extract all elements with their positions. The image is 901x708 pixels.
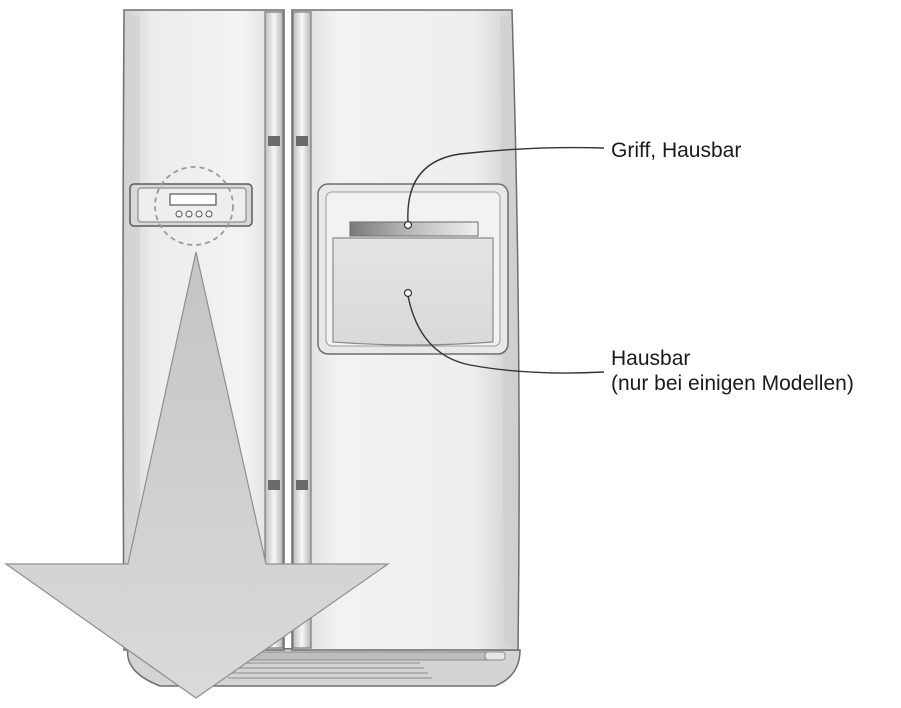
control-button: [175, 210, 183, 218]
display-highlight-ring: [154, 166, 234, 246]
fridge-handle: [292, 11, 312, 649]
home-bar-door: [332, 237, 494, 346]
control-button: [195, 210, 203, 218]
home-bar-handle: [349, 221, 479, 237]
callout-line-griff: [407, 146, 605, 223]
callout-line-hausbar: [407, 295, 605, 374]
down-arrow-icon: [4, 251, 390, 699]
control-button: [205, 210, 213, 218]
control-panel: [129, 166, 253, 246]
control-button: [185, 210, 193, 218]
display-screen: [169, 193, 217, 206]
callout-label-griff-hausbar: Griff, Hausbar: [611, 139, 742, 162]
callout-label-hausbar: Hausbar: [611, 347, 691, 370]
home-bar: [317, 183, 509, 355]
freezer-handle: [264, 11, 284, 649]
callout-label-hausbar-note: (nur bei einigen Modellen): [611, 372, 854, 395]
ventilation-grille: [228, 662, 432, 679]
